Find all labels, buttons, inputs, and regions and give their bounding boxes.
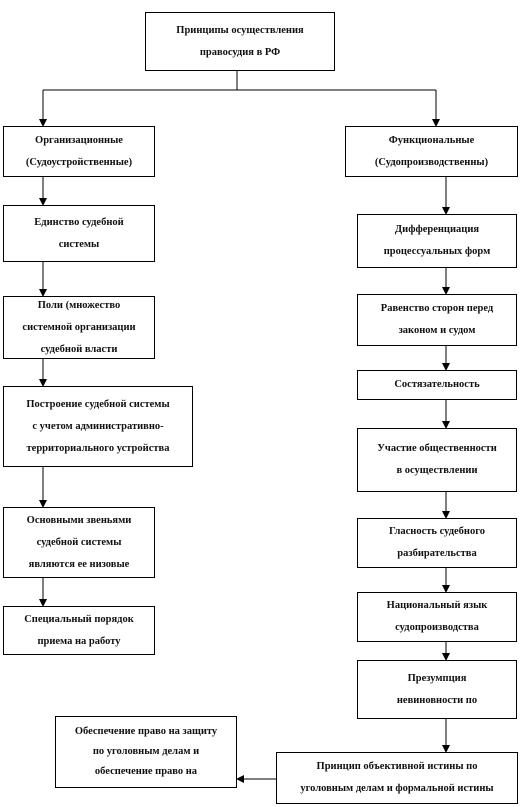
right-node-5: Гласность судебного разбирательства (357, 518, 517, 568)
left-node-2: Поли (множество системной организации су… (3, 296, 155, 359)
right-node-2: Равенство сторон перед законом и судом (357, 294, 517, 346)
right-node-7: Презумпция невиновности по (357, 660, 517, 719)
left-node-4: Основными звеньями судебной системы явля… (3, 507, 155, 578)
left-head-node: Организационные (Судоустройственные) (3, 126, 155, 177)
left-node-5: Специальный порядок приема на работу (3, 606, 155, 655)
left-node-3: Построение судебной системы с учетом адм… (3, 386, 193, 467)
right-node-1: Дифференциация процессуальных форм (357, 214, 517, 268)
right-node-6: Национальный язык судопроизводства (357, 592, 517, 642)
side-note-node: Обеспечение право на защиту по уголовным… (55, 716, 237, 788)
root-node: Принципы осуществления правосудия в РФ (145, 12, 335, 71)
right-node-8: Принцип объективной истины по уголовным … (276, 752, 518, 804)
right-node-4: Участие общественности в осуществлении (357, 428, 517, 492)
right-node-3: Состязательность (357, 370, 517, 400)
left-node-1: Единство судебной системы (3, 205, 155, 262)
right-head-node: Функциональные (Судопроизводственны) (345, 126, 518, 177)
